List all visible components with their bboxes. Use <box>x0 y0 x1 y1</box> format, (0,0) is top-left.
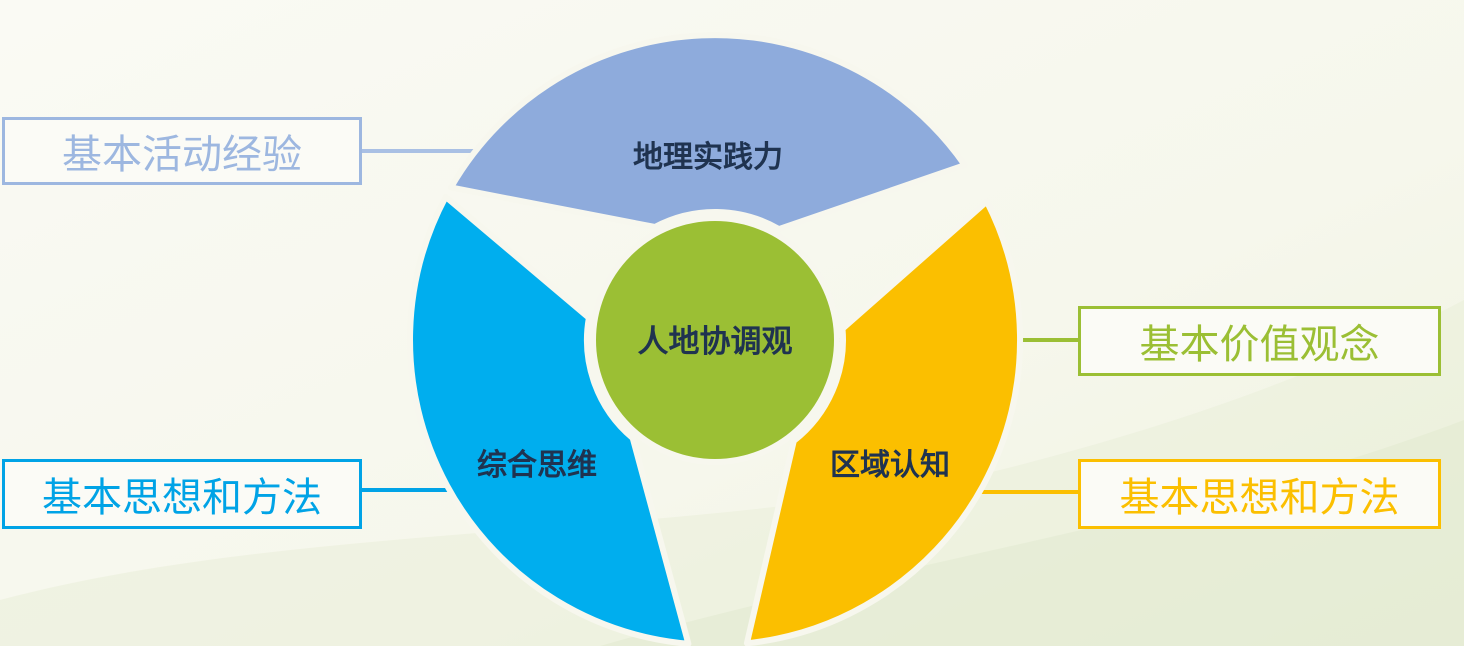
callout-basic-thoughts-methods-right: 基本思想和方法 <box>1078 459 1441 529</box>
callout-basic-values: 基本价值观念 <box>1078 306 1441 376</box>
center-label: 人地协调观 <box>638 324 793 360</box>
segment-label-practice: 地理实践力 <box>633 140 783 175</box>
segment-practice <box>447 32 968 233</box>
segment-region <box>743 198 1024 646</box>
segment-label-thinking: 综合思维 <box>477 448 597 483</box>
segment-thinking <box>407 193 692 646</box>
center-circle <box>590 215 840 465</box>
background-wave <box>600 420 1464 646</box>
segment-label-region: 区域认知 <box>830 448 950 483</box>
callout-basic-activity-experience: 基本活动经验 <box>2 117 362 185</box>
callout-basic-thoughts-methods-left: 基本思想和方法 <box>2 459 362 529</box>
